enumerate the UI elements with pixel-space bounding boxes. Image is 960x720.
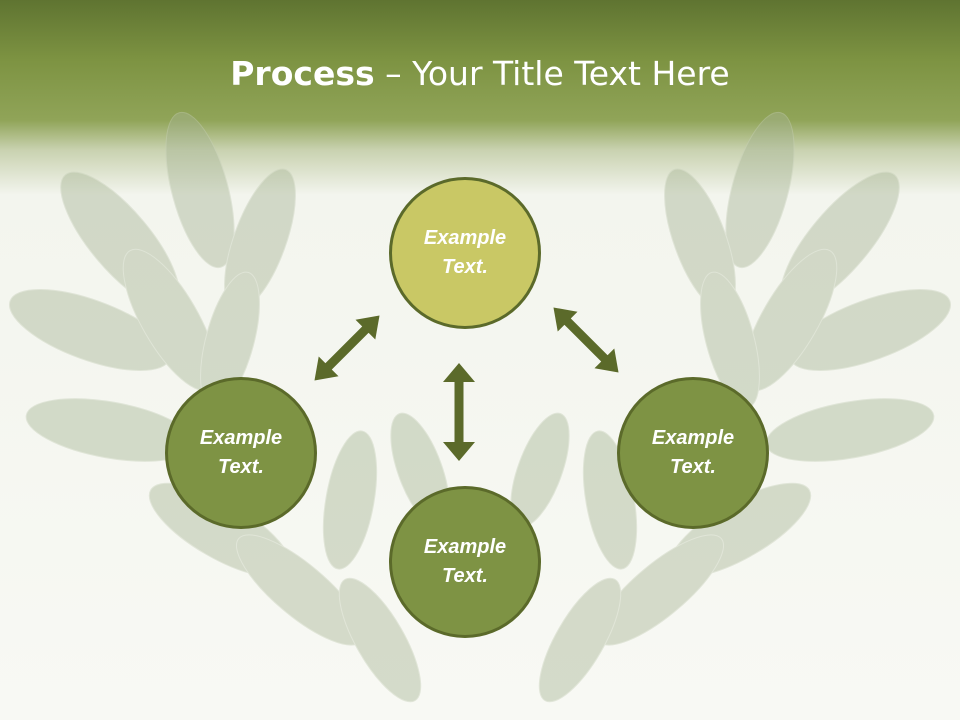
- title-rest: – Your Title Text Here: [374, 54, 730, 93]
- arrow-top-left: [314, 315, 380, 381]
- process-node-left: Example Text.: [165, 377, 317, 529]
- title-bold: Process: [230, 54, 375, 93]
- arrow-top-right: [553, 307, 619, 373]
- connector-arrows: [314, 307, 619, 461]
- process-node-right: Example Text.: [617, 377, 769, 529]
- node-label: Example Text.: [423, 227, 507, 278]
- node-label: Example Text.: [651, 427, 735, 478]
- process-node-bottom: Example Text.: [389, 486, 541, 638]
- process-node-top: Example Text.: [389, 177, 541, 329]
- slide-title: Process – Your Title Text Here: [0, 52, 960, 96]
- node-label: Example Text.: [199, 427, 283, 478]
- node-label: Example Text.: [423, 536, 507, 587]
- arrow-vertical: [443, 363, 475, 461]
